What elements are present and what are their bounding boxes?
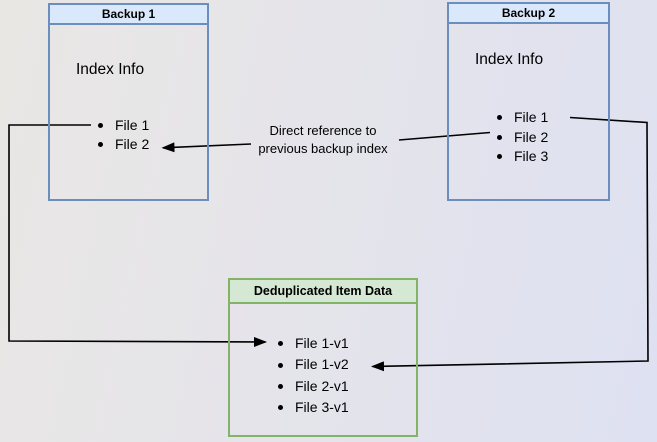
bullet-icon: [278, 362, 283, 368]
backup2-node: Backup 2 Index Info File 1 File 2 File 3: [447, 2, 610, 201]
bullet-icon: [278, 384, 283, 390]
list-item: File 2: [495, 128, 548, 148]
backup1-subtitle: Index Info: [76, 61, 145, 78]
list-item: File 1-v2: [276, 354, 349, 375]
bullet-icon: [497, 115, 502, 121]
list-item: File 1-v1: [276, 333, 349, 354]
direct-reference-label-line1: Direct reference to: [269, 123, 377, 138]
bullet-icon: [278, 405, 283, 411]
bullet-icon: [497, 154, 502, 160]
list-item: File 3-v1: [276, 397, 349, 418]
list-item: File 2: [96, 135, 149, 154]
backup1-file-list: File 1 File 2: [96, 116, 149, 154]
list-item: File 3: [495, 147, 548, 167]
backup2-title: Backup 2: [449, 4, 608, 24]
bullet-icon: [278, 341, 283, 347]
dedup-node: Deduplicated Item Data File 1-v1 File 1-…: [228, 278, 418, 437]
direct-reference-label-line2: previous backup index: [258, 141, 388, 156]
backup2-file-list: File 1 File 2 File 3: [495, 108, 548, 167]
bullet-icon: [497, 134, 502, 140]
dedup-file-list: File 1-v1 File 1-v2 File 2-v1 File 3-v1: [276, 333, 349, 419]
direct-reference-label: Direct reference to previous backup inde…: [240, 122, 406, 158]
list-item: File 1: [495, 108, 548, 128]
backup2-subtitle: Index Info: [475, 51, 544, 68]
backup1-title: Backup 1: [50, 5, 207, 25]
backup1-node: Backup 1 Index Info File 1 File 2: [48, 3, 209, 201]
bullet-icon: [98, 123, 103, 128]
bullet-icon: [98, 142, 103, 147]
list-item: File 2-v1: [276, 376, 349, 397]
dedup-title: Deduplicated Item Data: [230, 280, 416, 304]
list-item: File 1: [96, 116, 149, 135]
